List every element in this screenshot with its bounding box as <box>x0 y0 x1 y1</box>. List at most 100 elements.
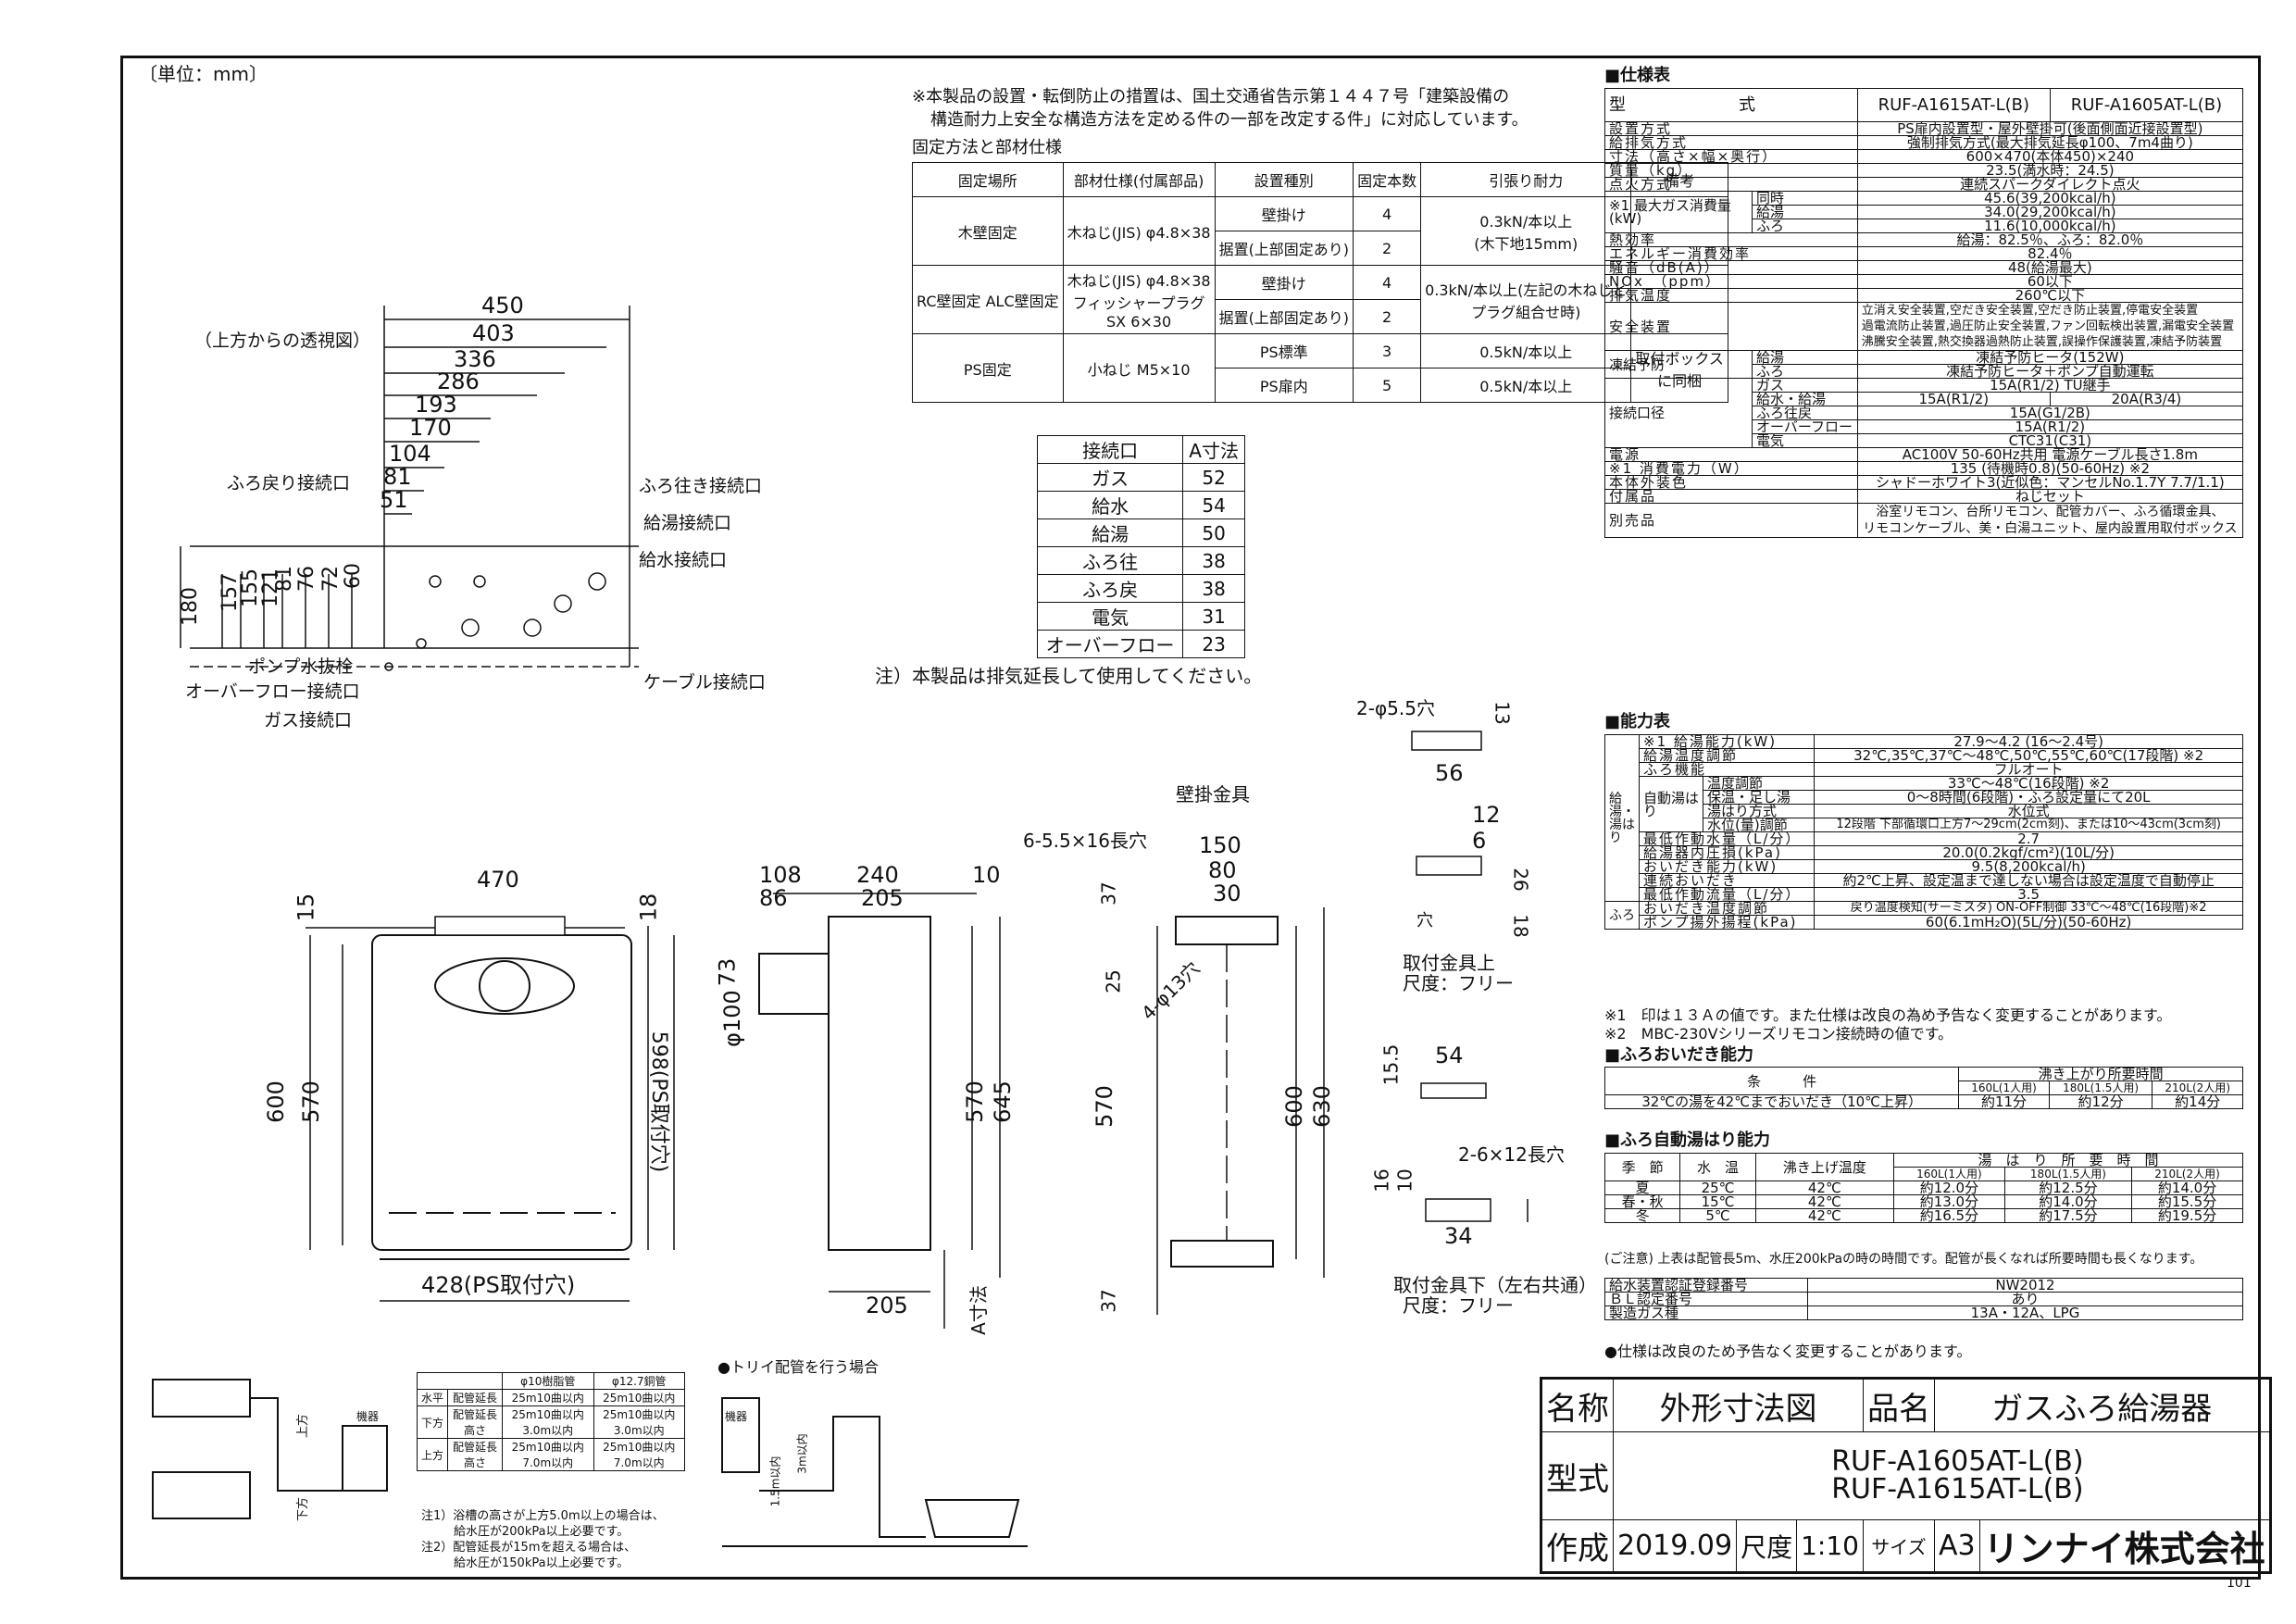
dim: 34 <box>1444 1223 1473 1249</box>
ability-table: 給湯・湯はり※1 給湯能力(kW)27.9～4.2 (16～2.4号) 給湯温度… <box>1604 734 2243 930</box>
dim: 598(PS取付穴) <box>647 1031 671 1173</box>
spec-safety-value: 立消え安全装置,空だき安全装置,空だき防止装置,停電安全装置 過電流防止装置,過… <box>1856 302 2244 351</box>
conn-val: 23 <box>1182 630 1245 658</box>
dim: 10 <box>1393 1168 1416 1193</box>
fix-h-strength: 引張り耐力 <box>1420 162 1632 197</box>
conn-val: 31 <box>1182 602 1245 631</box>
spec-title: ■仕様表 <box>1604 66 1671 85</box>
fix-text: プラグ組合せ時) <box>1471 303 1581 321</box>
dim: 54 <box>1435 1043 1464 1068</box>
label-furo-out: ふろ往き接続口 <box>639 476 763 496</box>
safety-line: 沸騰安全装置,熱交換器過熱防止装置,誤操作保護装置,凍結予防装置 <box>1861 335 2223 349</box>
upper-fitting-title: 取付金具上 <box>1403 952 1495 974</box>
ab-label: おいだき温度調節 <box>1638 901 1816 916</box>
spec-value: 強制排気方式(最大排気延長φ100、7m4曲り) <box>1856 135 2244 150</box>
fix-cell: PS扉内 <box>1214 368 1354 403</box>
af-cell: 42℃ <box>1754 1208 1894 1223</box>
af-cell: 約14.0分 <box>2003 1194 2133 1209</box>
dim: 16 <box>1370 1168 1393 1193</box>
front-view-outline <box>306 916 675 1302</box>
spec-sub: オーバーフロー <box>1752 419 1858 434</box>
dim: 56 <box>1435 760 1464 786</box>
ab-value: 27.9～4.2 (16～2.4号) <box>1814 734 2243 749</box>
dim: 30 <box>1213 881 1242 906</box>
fix-cell: 2 <box>1353 231 1422 266</box>
dim: 205 <box>866 1293 908 1318</box>
conn-h: 接続口 <box>1036 435 1184 464</box>
conn-name: 給水 <box>1036 491 1184 519</box>
lower-fitting-scale: 尺度：フリー <box>1403 1294 1514 1317</box>
dim: 155 <box>239 568 262 607</box>
dim: 180 <box>179 587 202 626</box>
af-cell: 約15.5分 <box>2131 1194 2243 1209</box>
ab-value: 9.5(8,200kcal/h) <box>1814 859 2243 874</box>
fix-cell: 4 <box>1353 265 1422 300</box>
spec-value: 48(給湯最大) <box>1856 260 2244 275</box>
conn-val: 54 <box>1182 491 1245 519</box>
conn-val: 50 <box>1182 518 1245 547</box>
dim: φ100 <box>718 990 745 1047</box>
dim: 37 <box>1097 881 1120 906</box>
dim: 600 <box>1280 1085 1307 1128</box>
pipe-cell: 上方 <box>416 1438 449 1471</box>
dim: 73 <box>714 957 741 987</box>
spec-sub: 電気 <box>1752 433 1858 448</box>
dim: 336 <box>454 346 496 372</box>
reheat-val: 約11分 <box>1958 1094 2050 1109</box>
pipe-cell: 25m10曲以内 3.0m以内 <box>593 1405 685 1439</box>
tb-made-label: 作成 <box>1541 1519 1614 1573</box>
ab-value: 戻り温度検知(サーミスタ) ON-OFF制御 33℃～48℃(16段階)※2 <box>1814 901 2243 916</box>
piping-label-unit: 機器 <box>356 1410 380 1423</box>
spec-label: 電源 <box>1604 447 1858 462</box>
drawing-frame <box>120 56 2261 1580</box>
fix-wood-place: 木壁固定 <box>912 196 1064 266</box>
piping-note: 注1）浴槽の高さが上方5.0m以上の場合は、 <box>421 1509 665 1523</box>
dim: 150 <box>1199 832 1242 858</box>
spec-value: CTC31(C31) <box>1856 433 2244 448</box>
spec-sub: ふろ <box>1752 219 1858 233</box>
pipe-cell: 配管延長 高さ <box>447 1438 504 1471</box>
dim: 157 <box>218 573 242 612</box>
bracket-view-outline <box>1156 907 1325 1315</box>
ab-auto-label: 自動湯はり <box>1639 776 1703 832</box>
spec-label: エネルギー消費効率 <box>1604 246 1858 261</box>
conn-name: ふろ戻 <box>1036 574 1184 603</box>
spec-sub: ふろ <box>1752 364 1858 379</box>
spec-label: 設置方式 <box>1604 121 1858 136</box>
pipe-h: φ12.7銅管 <box>593 1372 685 1390</box>
pipe-cell: 25m10曲以内 7.0m以内 <box>502 1438 594 1471</box>
piping-note: 給水圧が150kPa以上必要です。 <box>454 1556 630 1570</box>
dim: 170 <box>409 415 452 441</box>
spec-value: 15A(G1/2B) <box>1856 406 2244 420</box>
af-h: 湯 は り 所 要 時 間 <box>1892 1153 2244 1168</box>
autofill-title: ■ふろ自動湯はり能力 <box>1604 1131 1771 1150</box>
fix-cell: 0.5kN/本以上 <box>1420 333 1632 369</box>
af-h: 水 温 <box>1679 1153 1756 1181</box>
tb-date: 2019.09 <box>1612 1519 1738 1573</box>
dim: 18 <box>1509 914 1532 938</box>
ab-label: ポンプ揚外揚程(kPa) <box>1638 915 1816 930</box>
spec-value: 20A(R3/4) <box>2049 392 2244 406</box>
ability-note-2: ※2 MBC-230Vシリーズリモコン接続時の値です。 <box>1604 1025 1953 1043</box>
tb-model-label: 型式 <box>1541 1431 1614 1520</box>
fix-ps-place: PS固定 <box>912 333 1064 403</box>
dim: 600 <box>262 1081 289 1123</box>
page-number: 101 <box>2227 1576 2252 1591</box>
spec-label: 点火方式 <box>1604 177 1858 192</box>
fix-h-type: 設置種別 <box>1214 162 1354 197</box>
registration-note: ●仕様は改良のため予告なく変更することがあります。 <box>1604 1343 1972 1360</box>
fix-cell: 0.3kN/本以上(木下地15mm) <box>1420 196 1632 266</box>
label-furo-return: ふろ戻り接続口 <box>227 473 351 493</box>
tb-size-label: サイズ <box>1862 1519 1935 1573</box>
spec-label: 熱効率 <box>1604 232 1858 247</box>
autofill-table: 季 節水 温沸き上げ温度湯 は り 所 要 時 間 160L(1人用)180L(… <box>1603 1153 2244 1223</box>
safety-line: 立消え安全装置,空だき安全装置,空だき防止装置,停電安全装置 <box>1861 304 2199 318</box>
reg-label: ＢＬ認定番号 <box>1604 1292 1808 1306</box>
fix-cell: 3 <box>1353 333 1422 369</box>
spec-value: 凍結予防ヒータ(152W) <box>1856 350 2244 365</box>
dim: 18 <box>635 893 662 922</box>
tb-name-label: 名称 <box>1541 1378 1614 1432</box>
dim: 470 <box>477 867 519 893</box>
dim: 205 <box>861 885 904 911</box>
